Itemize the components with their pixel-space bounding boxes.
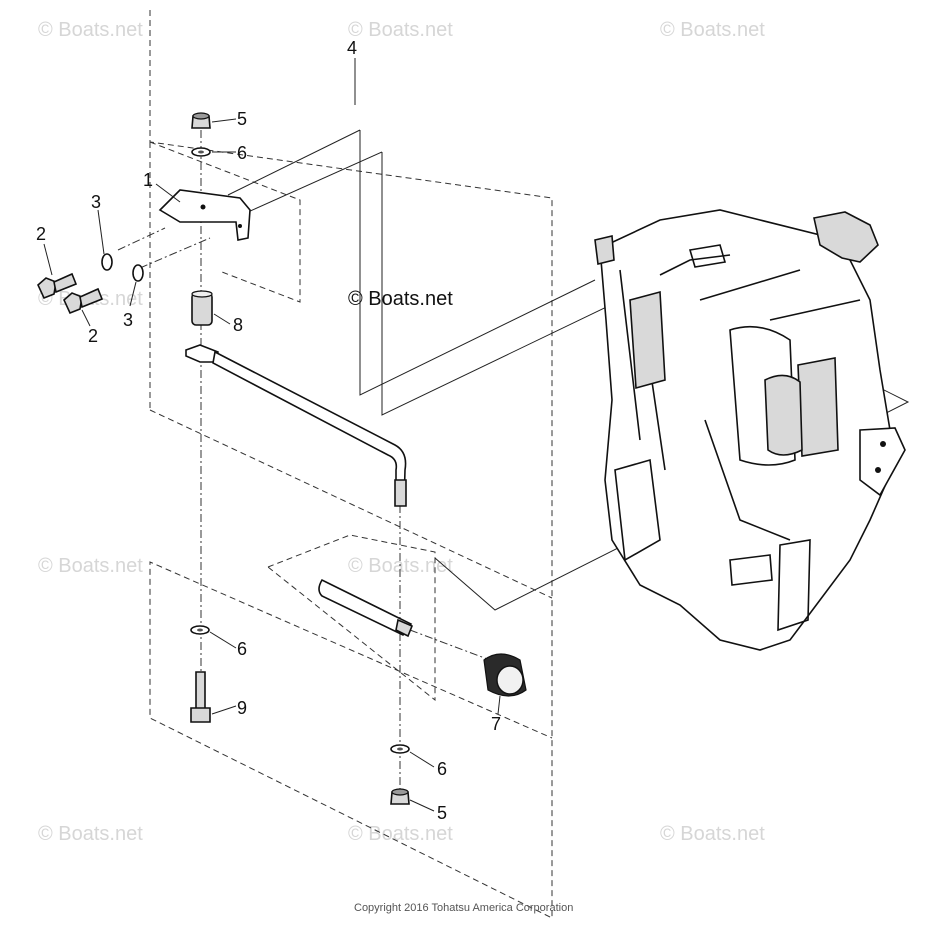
watermark: © Boats.net xyxy=(348,555,453,577)
callout-labels: 1 2 2 3 3 4 5 5 6 6 6 7 8 9 xyxy=(36,38,501,823)
callout-9: 9 xyxy=(237,698,247,718)
shaft-part xyxy=(318,578,414,638)
callout-3: 3 xyxy=(91,192,101,212)
callout-6: 6 xyxy=(237,639,247,659)
watermark-main: © Boats.net xyxy=(348,288,453,310)
watermark: © Boats.net xyxy=(38,19,143,41)
bolt-part xyxy=(63,287,104,315)
washer-part xyxy=(101,253,113,271)
watermark: © Boats.net xyxy=(660,19,765,41)
callout-5: 5 xyxy=(437,803,447,823)
washer-part xyxy=(132,264,144,282)
callout-1: 1 xyxy=(143,170,153,190)
rod-part xyxy=(185,344,407,507)
washer-part xyxy=(190,625,210,635)
nut-part xyxy=(191,112,211,129)
callout-2: 2 xyxy=(36,224,46,244)
callout-5: 5 xyxy=(237,109,247,129)
callout-2: 2 xyxy=(88,326,98,346)
transom-frame xyxy=(594,209,906,651)
watermark: © Boats.net xyxy=(348,823,453,845)
bushing-part xyxy=(191,290,213,326)
washer-part xyxy=(390,744,410,754)
callout-6: 6 xyxy=(237,143,247,163)
nut-part xyxy=(390,788,410,805)
copyright-text: Copyright 2016 Tohatsu America Corporati… xyxy=(354,902,573,914)
watermark: © Boats.net xyxy=(348,19,453,41)
callout-4: 4 xyxy=(347,38,357,58)
cap-part xyxy=(483,653,527,697)
washer-part xyxy=(191,147,211,157)
callout-7: 7 xyxy=(491,714,501,734)
watermark: © Boats.net xyxy=(660,823,765,845)
callout-3: 3 xyxy=(123,310,133,330)
bracket-part xyxy=(158,189,251,241)
watermark: © Boats.net xyxy=(38,823,143,845)
callout-6: 6 xyxy=(437,759,447,779)
bolt-part xyxy=(37,272,78,300)
callout-8: 8 xyxy=(233,315,243,335)
watermark: © Boats.net xyxy=(38,555,143,577)
bolt-part xyxy=(190,671,211,723)
callout-leaders xyxy=(43,58,501,812)
